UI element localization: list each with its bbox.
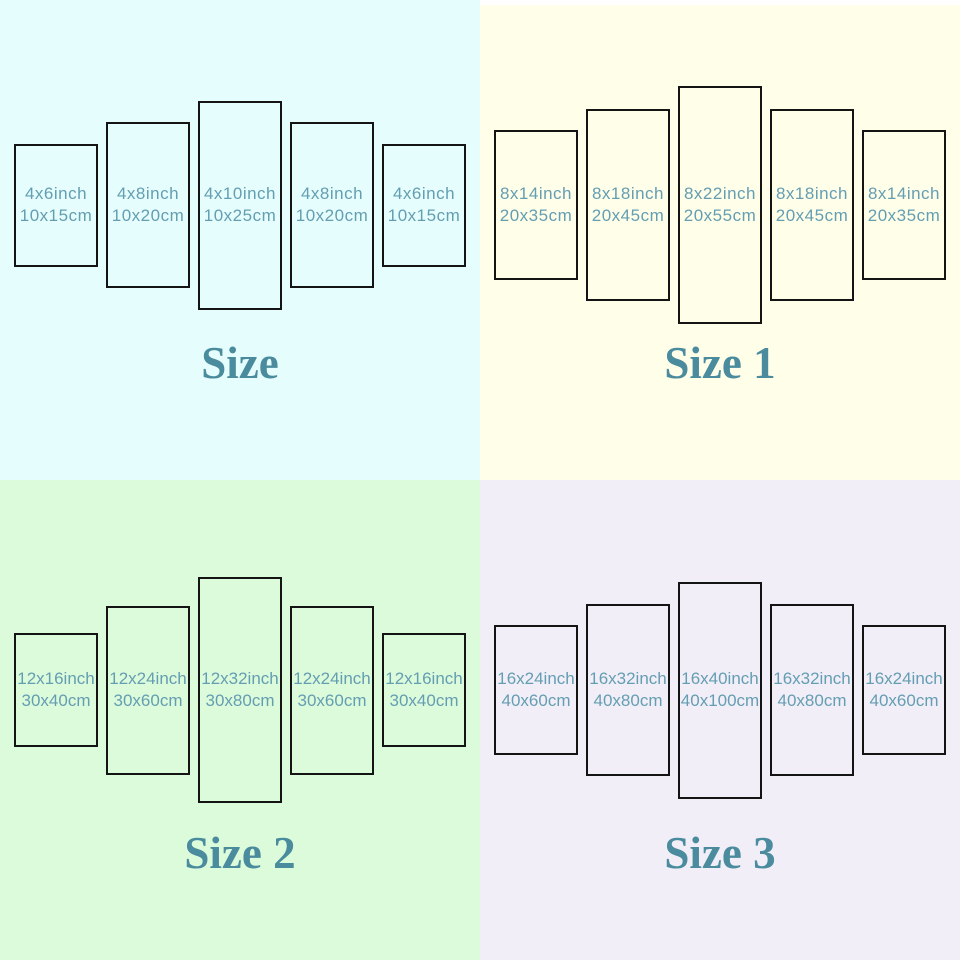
panel: 16x40inch 40x100cm [678, 581, 762, 799]
panel-size-inch: 12x16inch [17, 669, 95, 688]
panel-size-label: 8x14inch 20x35cm [868, 183, 940, 227]
panel-size-inch: 12x32inch [201, 669, 279, 688]
panel-size-label: 12x16inch 30x40cm [385, 668, 463, 712]
panel-size-inch: 16x32inch [773, 669, 851, 688]
panel-size-inch: 4x10inch [203, 184, 277, 203]
panel: 12x16inch 30x40cm [14, 633, 98, 747]
panel: 4x8inch 10x20cm [290, 122, 374, 288]
panel-row: 8x14inch 20x35cm 8x18inch 20x45cm 8x22in… [480, 0, 960, 410]
panel-size-label: 16x32inch 40x80cm [773, 668, 851, 712]
quadrant-size: 4x6inch 10x15cm 4x8inch 10x20cm 4x10inch… [0, 0, 480, 480]
panel-size-label: 4x6inch 10x15cm [388, 183, 460, 227]
panel-size-inch: 8x14inch [499, 184, 573, 203]
quadrant-title: Size [201, 338, 279, 388]
panel-size-label: 12x24inch 30x60cm [109, 668, 187, 712]
panel-size-label: 4x8inch 10x20cm [112, 183, 184, 227]
panel-size-inch: 8x18inch [591, 184, 665, 203]
panel-size-inch: 4x8inch [300, 184, 364, 203]
panel: 16x24inch 40x60cm [862, 625, 946, 755]
panel: 8x18inch 20x45cm [770, 109, 854, 301]
panel: 4x10inch 10x25cm [198, 100, 282, 310]
panel-size-cm: 10x25cm [203, 206, 277, 225]
panel: 8x14inch 20x35cm [862, 130, 946, 280]
quadrant-title: Size 3 [664, 828, 776, 878]
panel-size-label: 8x22inch 20x55cm [684, 183, 756, 227]
panel-size-cm: 40x80cm [593, 691, 663, 710]
panel: 8x14inch 20x35cm [494, 130, 578, 280]
panel: 8x18inch 20x45cm [586, 109, 670, 301]
panel-size-inch: 16x32inch [589, 669, 667, 688]
panel-size-label: 8x18inch 20x45cm [776, 183, 848, 227]
panel-size-cm: 30x40cm [21, 691, 91, 710]
quadrant-size-1: 8x14inch 20x35cm 8x18inch 20x45cm 8x22in… [480, 0, 960, 480]
panel-size-cm: 40x60cm [501, 691, 571, 710]
panel: 4x6inch 10x15cm [14, 143, 98, 267]
panel-size-inch: 16x24inch [865, 669, 943, 688]
panel-size-cm: 20x35cm [499, 206, 573, 225]
panel-size-cm: 20x55cm [683, 206, 757, 225]
panel-size-inch: 8x14inch [867, 184, 941, 203]
quadrant-size-2: 12x16inch 30x40cm 12x24inch 30x60cm 12x3… [0, 480, 480, 960]
panel-size-cm: 10x20cm [111, 206, 185, 225]
panel-size-cm: 10x15cm [387, 206, 461, 225]
panel-size-label: 12x32inch 30x80cm [201, 668, 279, 712]
panel-row: 12x16inch 30x40cm 12x24inch 30x60cm 12x3… [0, 480, 480, 900]
panel-size-label: 16x40inch 40x100cm [681, 668, 759, 712]
panel-size-inch: 4x6inch [24, 184, 88, 203]
panel: 16x32inch 40x80cm [770, 604, 854, 776]
panel: 12x16inch 30x40cm [382, 633, 466, 747]
panel-size-cm: 20x35cm [867, 206, 941, 225]
panel-size-cm: 30x80cm [205, 691, 275, 710]
panel-size-inch: 8x22inch [683, 184, 757, 203]
panel-size-cm: 30x60cm [113, 691, 183, 710]
panel-size-inch: 12x16inch [385, 669, 463, 688]
panel-size-label: 12x16inch 30x40cm [17, 668, 95, 712]
panel: 16x24inch 40x60cm [494, 625, 578, 755]
panel-size-label: 4x10inch 10x25cm [204, 183, 276, 227]
panel-size-label: 4x6inch 10x15cm [20, 183, 92, 227]
panel-row: 4x6inch 10x15cm 4x8inch 10x20cm 4x10inch… [0, 0, 480, 410]
panel-size-inch: 12x24inch [293, 669, 371, 688]
panel-size-inch: 12x24inch [109, 669, 187, 688]
panel-size-label: 16x24inch 40x60cm [865, 668, 943, 712]
panel-size-cm: 30x40cm [389, 691, 459, 710]
panel-size-cm: 20x45cm [591, 206, 665, 225]
panel-size-label: 4x8inch 10x20cm [296, 183, 368, 227]
quadrant-title: Size 1 [664, 338, 776, 388]
panel: 8x22inch 20x55cm [678, 86, 762, 324]
panel-size-cm: 10x20cm [295, 206, 369, 225]
panel-row: 16x24inch 40x60cm 16x32inch 40x80cm 16x4… [480, 480, 960, 900]
panel: 12x24inch 30x60cm [290, 605, 374, 775]
panel-size-label: 12x24inch 30x60cm [293, 668, 371, 712]
panel-size-label: 8x18inch 20x45cm [592, 183, 664, 227]
panel: 12x32inch 30x80cm [198, 577, 282, 803]
panel-size-inch: 4x8inch [116, 184, 180, 203]
quadrant-title: Size 2 [184, 828, 296, 878]
panel: 16x32inch 40x80cm [586, 604, 670, 776]
panel-size-cm: 20x45cm [775, 206, 849, 225]
panel-size-label: 8x14inch 20x35cm [500, 183, 572, 227]
panel-size-inch: 16x24inch [497, 669, 575, 688]
panel-size-cm: 40x100cm [680, 691, 760, 710]
panel-size-cm: 40x80cm [777, 691, 847, 710]
panel-size-cm: 40x60cm [869, 691, 939, 710]
panel-size-label: 16x24inch 40x60cm [497, 668, 575, 712]
quadrant-size-3: 16x24inch 40x60cm 16x32inch 40x80cm 16x4… [480, 480, 960, 960]
panel-size-inch: 4x6inch [392, 184, 456, 203]
panel-size-label: 16x32inch 40x80cm [589, 668, 667, 712]
panel-size-cm: 30x60cm [297, 691, 367, 710]
panel-size-inch: 8x18inch [775, 184, 849, 203]
panel: 4x6inch 10x15cm [382, 143, 466, 267]
panel: 4x8inch 10x20cm [106, 122, 190, 288]
panel: 12x24inch 30x60cm [106, 605, 190, 775]
panel-size-inch: 16x40inch [681, 669, 759, 688]
panel-size-cm: 10x15cm [19, 206, 93, 225]
